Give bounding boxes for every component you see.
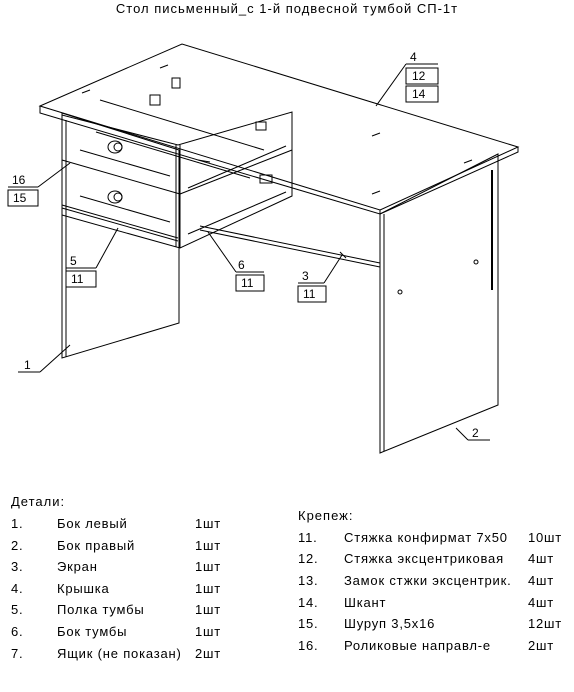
callout-16: 16 — [12, 173, 26, 187]
part-number: 5. — [11, 602, 24, 617]
part-number: 1. — [11, 516, 24, 531]
part-number: 2. — [11, 538, 24, 553]
callout-6: 6 — [238, 258, 245, 272]
callout-2: 2 — [472, 426, 479, 440]
part-name: Полка тумбы — [57, 602, 145, 617]
drawing-title: Стол письменный_с 1-й подвесной тумбой С… — [115, 1, 459, 16]
part-qty: 1шт — [195, 538, 222, 553]
fastener-name: Роликовые направл-е — [344, 638, 491, 653]
left-side-panel — [61, 112, 180, 359]
fastener-number: 11. — [298, 530, 318, 545]
part-name: Бок правый — [57, 538, 136, 553]
parts-heading: Детали: — [11, 494, 66, 509]
pedestal-box — [61, 77, 293, 249]
callout-3: 3 — [302, 269, 309, 283]
part-number: 6. — [11, 624, 24, 639]
fastener-marks — [81, 64, 473, 195]
fastener-number: 16. — [298, 638, 319, 653]
fastener-name: Стяжка конфирмат 7х50 — [344, 530, 508, 545]
part-qty: 1шт — [195, 624, 222, 639]
callout-11-screen: 11 — [303, 287, 316, 301]
fastener-number: 13. — [298, 573, 319, 588]
fastener-number: 15. — [298, 616, 319, 631]
callout-leaders — [7, 63, 490, 441]
callout-1: 1 — [24, 358, 31, 372]
fastener-number: 14. — [298, 595, 319, 610]
part-name: Экран — [57, 559, 98, 574]
fasteners-heading: Крепеж: — [298, 508, 354, 523]
part-qty: 1шт — [195, 559, 222, 574]
callout-12: 12 — [412, 69, 426, 83]
fastener-qty: 4шт — [528, 595, 555, 610]
callout-5: 5 — [70, 254, 77, 268]
callout-14: 14 — [412, 87, 426, 101]
part-name: Бок тумбы — [57, 624, 128, 639]
screen-panel — [199, 225, 381, 268]
fastener-name: Стяжка эксцентриковая — [344, 551, 504, 566]
fastener-qty: 4шт — [528, 573, 555, 588]
fastener-number: 12. — [298, 551, 319, 566]
callout-11-pedestal: 11 — [241, 276, 254, 290]
fastener-qty: 12шт — [528, 616, 563, 631]
fastener-name: Замок стжки эксцентрик. — [344, 573, 512, 588]
callout-15: 15 — [13, 191, 27, 205]
callout-4: 4 — [410, 50, 417, 64]
part-qty: 1шт — [195, 516, 222, 531]
part-name: Бок левый — [57, 516, 128, 531]
fastener-name: Шкант — [344, 595, 387, 610]
fastener-qty: 2шт — [528, 638, 555, 653]
part-number: 3. — [11, 559, 24, 574]
right-side-panel — [379, 153, 499, 454]
desk-assembly-drawing: 4 12 14 16 15 5 11 6 11 3 11 1 2 — [7, 43, 520, 454]
fastener-qty: 10шт — [528, 530, 563, 545]
part-number: 7. — [11, 646, 24, 661]
part-qty: 1шт — [195, 581, 222, 596]
fastener-name: Шуруп 3,5х16 — [344, 616, 436, 631]
part-qty: 1шт — [195, 602, 222, 617]
part-qty: 2шт — [195, 646, 222, 661]
fastener-qty: 4шт — [528, 551, 555, 566]
drawer-knob-icon — [107, 140, 123, 204]
callout-11-shelf: 11 — [71, 272, 84, 286]
part-name: Крышка — [57, 581, 110, 596]
part-name: Ящик (не показан) — [57, 646, 182, 661]
part-number: 4. — [11, 581, 24, 596]
